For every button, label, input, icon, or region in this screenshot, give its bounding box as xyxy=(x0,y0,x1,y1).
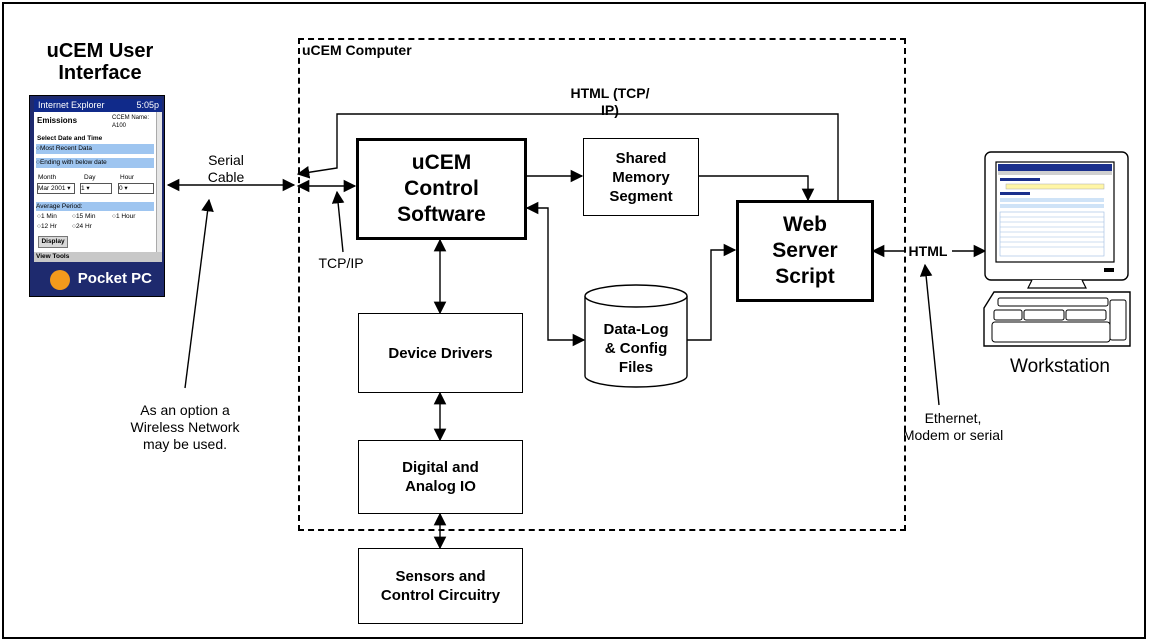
ppc-opt2[interactable]: ○15 Min xyxy=(72,213,96,220)
datalog-cylinder xyxy=(584,284,688,388)
node-sensors: Sensors and Control Circuitry xyxy=(358,548,523,624)
datalog-to-web xyxy=(687,243,737,341)
control-to-datalog xyxy=(525,201,586,347)
ppc-toolbar: View Tools xyxy=(34,252,162,262)
ppc-opt3-label: 1 Hour xyxy=(115,213,136,220)
ppc-opt5-label: 24 Hr xyxy=(75,223,92,230)
ppc-radio-most-recent[interactable]: ○Most Recent Data xyxy=(36,144,154,154)
html-tcpip-line xyxy=(296,113,839,200)
computer-label: uCEM Computer xyxy=(302,42,412,58)
ui-title: uCEM User Interface xyxy=(46,40,154,84)
workstation-icon xyxy=(983,151,1131,347)
ppc-title-bar: Internet Explorer 5:05p xyxy=(34,99,162,112)
ppc-hour-label: Hour xyxy=(120,174,135,181)
wireless-pointer xyxy=(184,198,214,389)
label-wireless-note: As an option a Wireless Network may be u… xyxy=(130,402,240,452)
node-web-server: Web Server Script xyxy=(736,200,874,302)
node-shared-memory: Shared Memory Segment xyxy=(583,138,699,216)
ethernet-pointer xyxy=(919,263,940,406)
ppc-time: 5:05p xyxy=(136,100,159,110)
ppc-app-name: Internet Explorer xyxy=(38,100,105,110)
ppc-heading: Emissions xyxy=(37,116,78,125)
tcpip-pointer xyxy=(331,190,345,253)
ppc-hour-value: 0 xyxy=(119,185,123,192)
ucem-computer-boundary xyxy=(298,38,906,531)
label-serial-cable: Serial Cable xyxy=(207,152,245,185)
node-digital-analog-io: Digital and Analog IO xyxy=(358,440,523,514)
pocket-pc-device: Internet Explorer 5:05p Emissions CCEM N… xyxy=(29,95,165,297)
ppc-select-label: Select Date and Time xyxy=(37,135,103,142)
ppc-ceem-name: CCEM Name: A100 xyxy=(112,115,150,129)
ppc-opt4[interactable]: ○12 Hr xyxy=(37,223,57,230)
label-html-tcpip: HTML (TCP/ IP) xyxy=(570,85,650,118)
ppc-toolbar-label: View Tools xyxy=(36,253,70,260)
node-data-log: Data-Log & Config Files xyxy=(603,321,669,376)
label-tcpip: TCP/IP xyxy=(318,255,364,271)
ppc-avg-label: Average Period: xyxy=(36,202,154,211)
ppc-opt2-label: 15 Min xyxy=(75,213,96,220)
ppc-display-button[interactable]: Display xyxy=(38,236,68,248)
label-workstation: Workstation xyxy=(1010,356,1110,377)
ppc-logo-icon xyxy=(50,270,70,290)
ppc-day-select[interactable]: 1 ▾ xyxy=(80,183,112,194)
ppc-day-label: Day xyxy=(84,174,96,181)
ppc-radio2-label: Ending with below date xyxy=(39,159,107,166)
ppc-opt4-label: 12 Hr xyxy=(40,223,57,230)
label-ethernet-note: Ethernet, Modem or serial xyxy=(902,410,1004,443)
node-device-drivers: Device Drivers xyxy=(358,313,523,393)
shared-to-web xyxy=(699,175,815,202)
ppc-screen: Emissions CCEM Name: A100 Select Date an… xyxy=(34,112,162,252)
ppc-radio1-label: Most Recent Data xyxy=(39,145,92,152)
ppc-brand: Pocket PC xyxy=(77,270,152,287)
ppc-radio-ending[interactable]: ○Ending with below date xyxy=(36,158,154,168)
ppc-month-select[interactable]: Mar 2001 ▾ xyxy=(37,183,75,194)
ppc-scrollbar[interactable] xyxy=(156,112,162,252)
ppc-opt5[interactable]: ○24 Hr xyxy=(72,223,92,230)
ppc-month-value: Mar 2001 xyxy=(38,185,66,192)
label-html: HTML xyxy=(908,243,948,259)
node-control-software: uCEM Control Software xyxy=(356,138,527,240)
ppc-hour-select[interactable]: 0 ▾ xyxy=(118,183,154,194)
ppc-opt3[interactable]: ○1 Hour xyxy=(112,213,136,220)
ppc-opt1[interactable]: ○1 Min xyxy=(37,213,57,220)
ppc-opt1-label: 1 Min xyxy=(40,213,57,220)
ppc-month-label: Month xyxy=(38,174,57,181)
ppc-day-value: 1 xyxy=(81,185,85,192)
